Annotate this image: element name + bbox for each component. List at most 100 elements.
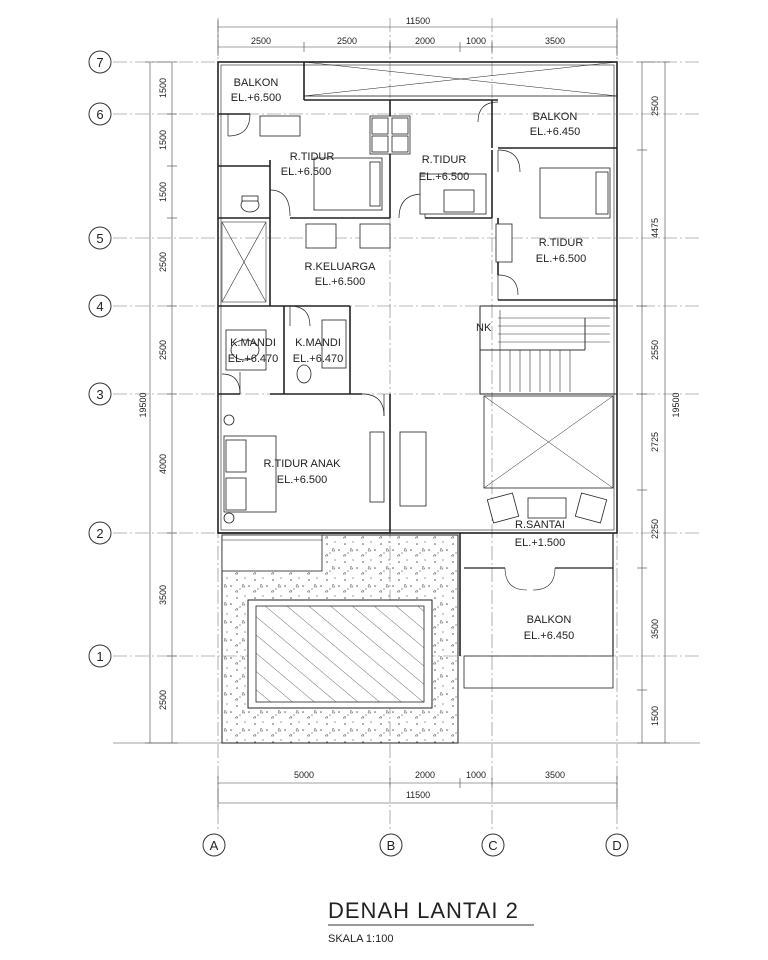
drawing-scale: SKALA 1:100 (328, 933, 393, 945)
dim-right-7: 1500 (650, 706, 660, 726)
grid-bubble-row-1: 1 (88, 644, 112, 668)
dim-left-2: 1500 (158, 130, 168, 150)
dim-right-4: 2725 (650, 432, 660, 452)
dim-top-4: 1000 (466, 36, 486, 46)
svg-text:R.KELUARGA: R.KELUARGA (305, 261, 377, 273)
grid-bubble-col-a: A (202, 833, 226, 857)
svg-text:4: 4 (96, 299, 103, 314)
room-balkon-1: BALKON EL.+6.500 (231, 77, 281, 104)
grid-bubble-col-d: D (605, 833, 629, 857)
grid-bubble-row-7: 7 (88, 50, 112, 74)
dim-left-7: 3500 (158, 585, 168, 605)
dimension-texts: 11500 2500 2500 2000 1000 3500 5000 2000… (138, 16, 681, 800)
svg-text:R.TIDUR ANAK: R.TIDUR ANAK (263, 458, 341, 470)
lower-balcony (459, 533, 614, 689)
svg-text:EL.+6.450: EL.+6.450 (524, 630, 574, 642)
dim-top-total: 11500 (406, 16, 430, 26)
santai-chair-1 (486, 492, 520, 524)
svg-text:D: D (612, 838, 621, 853)
svg-text:EL.+1.500: EL.+1.500 (515, 537, 565, 549)
svg-text:EL.+6.500: EL.+6.500 (315, 276, 365, 288)
grid-bubble-col-c: C (481, 833, 505, 857)
svg-text:K.MANDI: K.MANDI (230, 337, 276, 349)
svg-text:5: 5 (96, 231, 103, 246)
tv-cabinet (369, 431, 385, 503)
svg-text:BALKON: BALKON (234, 77, 279, 89)
svg-text:EL.+6.450: EL.+6.450 (530, 126, 580, 138)
santai-table (527, 497, 567, 519)
grid-bubble-row-6: 6 (88, 102, 112, 126)
furniture (223, 115, 611, 524)
grid-bubbles-cols: A B C D (202, 833, 629, 857)
dim-left-8: 2500 (158, 690, 168, 710)
dim-top-5: 3500 (545, 36, 565, 46)
dim-bottom-total: 11500 (406, 790, 430, 800)
room-kmandi-1: K.MANDI EL.+6.470 (228, 337, 278, 365)
svg-text:BALKON: BALKON (527, 614, 572, 626)
room-keluarga: R.KELUARGA EL.+6.500 (305, 261, 377, 288)
room-balkon-3: BALKON EL.+6.450 (524, 614, 574, 642)
dim-top-3: 2000 (415, 36, 435, 46)
armchair-2 (359, 223, 391, 249)
sofa (399, 431, 427, 507)
title-block: DENAH LANTAI 2 SKALA 1:100 (328, 898, 534, 945)
pool-deck (221, 534, 459, 744)
dim-bottom-4: 3500 (545, 770, 565, 780)
svg-text:EL.+6.470: EL.+6.470 (228, 353, 278, 365)
dim-bottom-3: 1000 (466, 770, 486, 780)
dim-right-3: 2550 (650, 340, 660, 360)
room-tidur-1: R.TIDUR EL.+6.500 (281, 151, 335, 178)
grid-bubbles-rows: 7 6 5 4 3 2 1 (88, 50, 112, 668)
dim-left-3: 1500 (158, 182, 168, 202)
svg-text:2: 2 (96, 526, 103, 541)
svg-text:EL.+6.500: EL.+6.500 (277, 474, 327, 486)
room-labels: BALKON EL.+6.500 BALKON EL.+6.450 R.TIDU… (228, 77, 586, 642)
svg-text:1: 1 (96, 649, 103, 664)
grid-bubble-row-5: 5 (88, 226, 112, 250)
dim-top-2: 2500 (337, 36, 357, 46)
dim-bottom-2: 2000 (415, 770, 435, 780)
room-kmandi-2: K.MANDI EL.+6.470 (293, 337, 343, 365)
toilet-2 (296, 364, 312, 384)
grid-bubble-col-b: B (379, 833, 403, 857)
grid-bubble-row-4: 4 (88, 294, 112, 318)
dim-right-5: 2250 (650, 519, 660, 539)
grid-bubble-row-3: 3 (88, 382, 112, 406)
svg-text:B: B (387, 838, 396, 853)
svg-text:6: 6 (96, 107, 103, 122)
svg-text:BALKON: BALKON (533, 111, 578, 123)
dim-right-total: 19500 (671, 392, 681, 417)
svg-text:R.TIDUR: R.TIDUR (422, 154, 467, 166)
walls (217, 61, 618, 534)
room-santai: R.SANTAI EL.+1.500 (515, 519, 565, 549)
svg-text:EL.+6.500: EL.+6.500 (536, 253, 586, 265)
dim-left-total: 19500 (138, 392, 148, 417)
svg-text:C: C (488, 838, 497, 853)
grid-bubble-row-2: 2 (88, 521, 112, 545)
svg-text:R.TIDUR: R.TIDUR (539, 237, 584, 249)
svg-text:A: A (210, 838, 219, 853)
svg-text:EL.+6.500: EL.+6.500 (231, 92, 281, 104)
doors (221, 101, 521, 417)
dim-right-1: 2500 (650, 96, 660, 116)
svg-text:7: 7 (96, 55, 103, 70)
dim-left-4: 2500 (158, 252, 168, 272)
svg-text:R.SANTAI: R.SANTAI (515, 519, 565, 531)
santai-chair-2 (574, 492, 608, 524)
dim-right-6: 3500 (650, 619, 660, 639)
dim-left-5: 2500 (158, 340, 168, 360)
dim-bottom-1: 5000 (294, 770, 314, 780)
room-tidur-3: R.TIDUR EL.+6.500 (536, 237, 586, 265)
dimension-lines (113, 20, 700, 810)
void-left (221, 221, 267, 303)
svg-text:EL.+6.470: EL.+6.470 (293, 353, 343, 365)
dim-left-6: 4000 (158, 454, 168, 474)
dim-left-1: 1500 (158, 78, 168, 98)
stair-treads (480, 310, 610, 392)
svg-text:EL.+6.500: EL.+6.500 (281, 166, 331, 178)
nk-label: NK (476, 322, 492, 334)
svg-text:EL.+6.500: EL.+6.500 (419, 171, 469, 183)
room-tidur-anak: R.TIDUR ANAK EL.+6.500 (263, 458, 341, 486)
drawing-title: DENAH LANTAI 2 (328, 898, 519, 923)
